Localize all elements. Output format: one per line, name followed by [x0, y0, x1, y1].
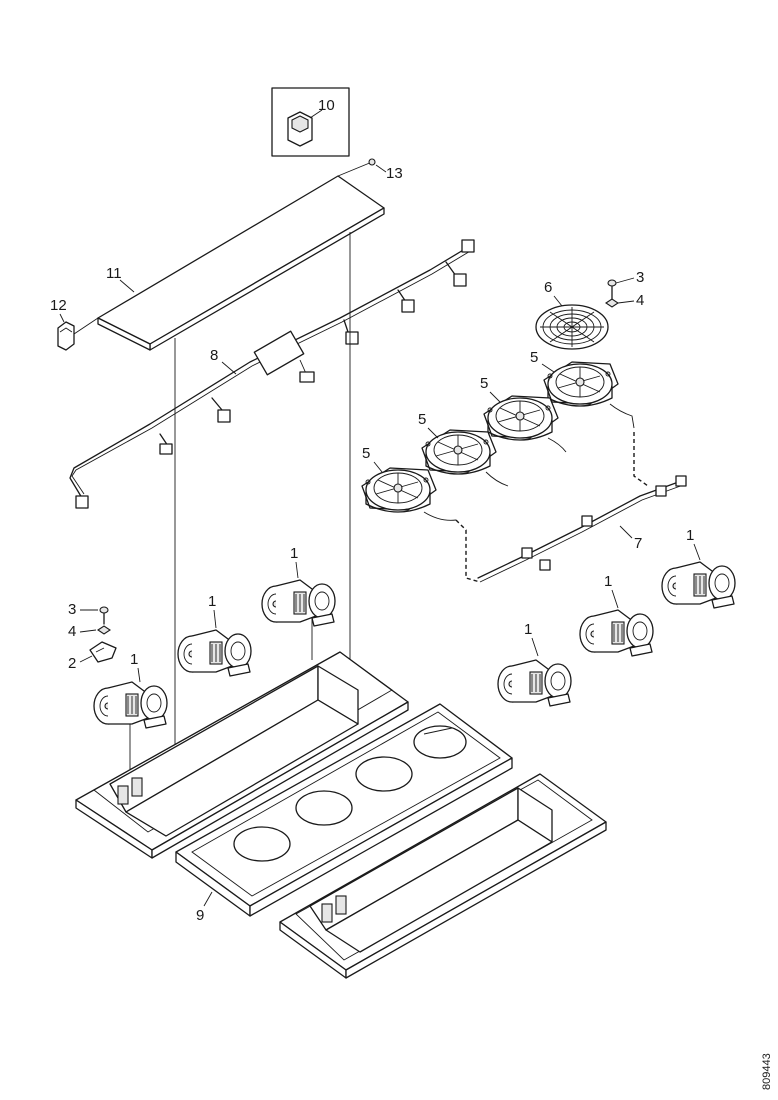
callout-10: 10: [318, 97, 335, 114]
blower-part-1-right-a: [497, 659, 572, 707]
svg-text:809443: 809443: [761, 1053, 773, 1090]
bracket-part-2: [89, 641, 117, 663]
callout-1-right-b: 1: [604, 573, 619, 609]
blower-part-1-left-a: [93, 681, 168, 729]
figure-reference: 809443: [761, 1053, 773, 1090]
fan-part-5-d: [361, 467, 437, 513]
fan-harness-part-7: [455, 432, 687, 583]
svg-text:5: 5: [362, 445, 370, 462]
blower-part-1-left-b: [177, 629, 252, 677]
svg-text:1: 1: [604, 573, 612, 590]
blower-part-1-left-c: [261, 579, 336, 627]
callout-13: 13: [375, 164, 403, 182]
svg-text:11: 11: [106, 265, 122, 282]
inset-box-part-10: [271, 87, 350, 157]
callout-9: 9: [196, 891, 213, 924]
svg-text:12: 12: [50, 297, 67, 314]
callout-1-right-c: 1: [686, 527, 701, 561]
svg-text:9: 9: [196, 907, 204, 924]
svg-text:1: 1: [524, 621, 532, 638]
svg-text:10: 10: [318, 97, 335, 114]
callout-12: 12: [50, 297, 67, 323]
callout-1-left-c: 1: [290, 545, 299, 579]
callout-1-left-b: 1: [208, 593, 217, 629]
callout-5-b: 5: [480, 375, 501, 403]
blower-tray-left: [75, 651, 409, 859]
svg-text:8: 8: [210, 347, 218, 364]
svg-text:3: 3: [68, 601, 76, 618]
callout-1-right-a: 1: [524, 621, 539, 657]
callout-5-c: 5: [418, 411, 439, 439]
callout-1-left-a: 1: [130, 651, 141, 683]
fan-part-5-b: [483, 395, 559, 441]
callout-6: 6: [544, 279, 563, 307]
svg-text:5: 5: [418, 411, 426, 428]
callout-3-left: 3: [68, 601, 98, 618]
washer-part-4-left: [97, 625, 111, 635]
fan-part-5-c: [421, 429, 497, 475]
wiring-harness-part-8: [69, 239, 475, 509]
callout-5-a: 5: [530, 349, 555, 373]
svg-text:1: 1: [130, 651, 138, 668]
washer-part-4-right: [605, 298, 619, 308]
svg-text:1: 1: [686, 527, 694, 544]
callout-11: 11: [106, 265, 135, 293]
blower-part-1-right-b: [579, 609, 654, 657]
callout-4-right: 4: [617, 292, 644, 309]
callout-7: 7: [619, 525, 642, 552]
callout-3-right: 3: [615, 269, 644, 286]
svg-text:13: 13: [386, 165, 403, 182]
svg-text:1: 1: [290, 545, 298, 562]
callout-2: 2: [68, 655, 93, 672]
blower-tray-right: [279, 773, 607, 979]
diffuser-panel-part-9: [175, 703, 513, 917]
fan-part-5-a: [543, 361, 619, 407]
svg-text:3: 3: [636, 269, 644, 286]
fan-grille-part-6: [535, 304, 609, 350]
callout-8: 8: [210, 347, 237, 375]
callout-5-d: 5: [362, 445, 383, 473]
svg-text:1: 1: [208, 593, 216, 610]
svg-text:4: 4: [636, 292, 644, 309]
screw-part-3-left: [99, 606, 109, 625]
clip-part-12: [57, 317, 99, 351]
svg-text:6: 6: [544, 279, 552, 296]
svg-text:7: 7: [634, 535, 642, 552]
svg-text:5: 5: [530, 349, 538, 366]
screw-part-3-right: [607, 279, 617, 301]
blower-part-1-right-c: [661, 561, 736, 609]
top-cover-panel: [97, 158, 385, 351]
svg-text:5: 5: [480, 375, 488, 392]
svg-text:4: 4: [68, 623, 76, 640]
callout-4-left: 4: [68, 623, 97, 640]
fan-wires: [423, 403, 635, 521]
svg-text:2: 2: [68, 655, 76, 672]
